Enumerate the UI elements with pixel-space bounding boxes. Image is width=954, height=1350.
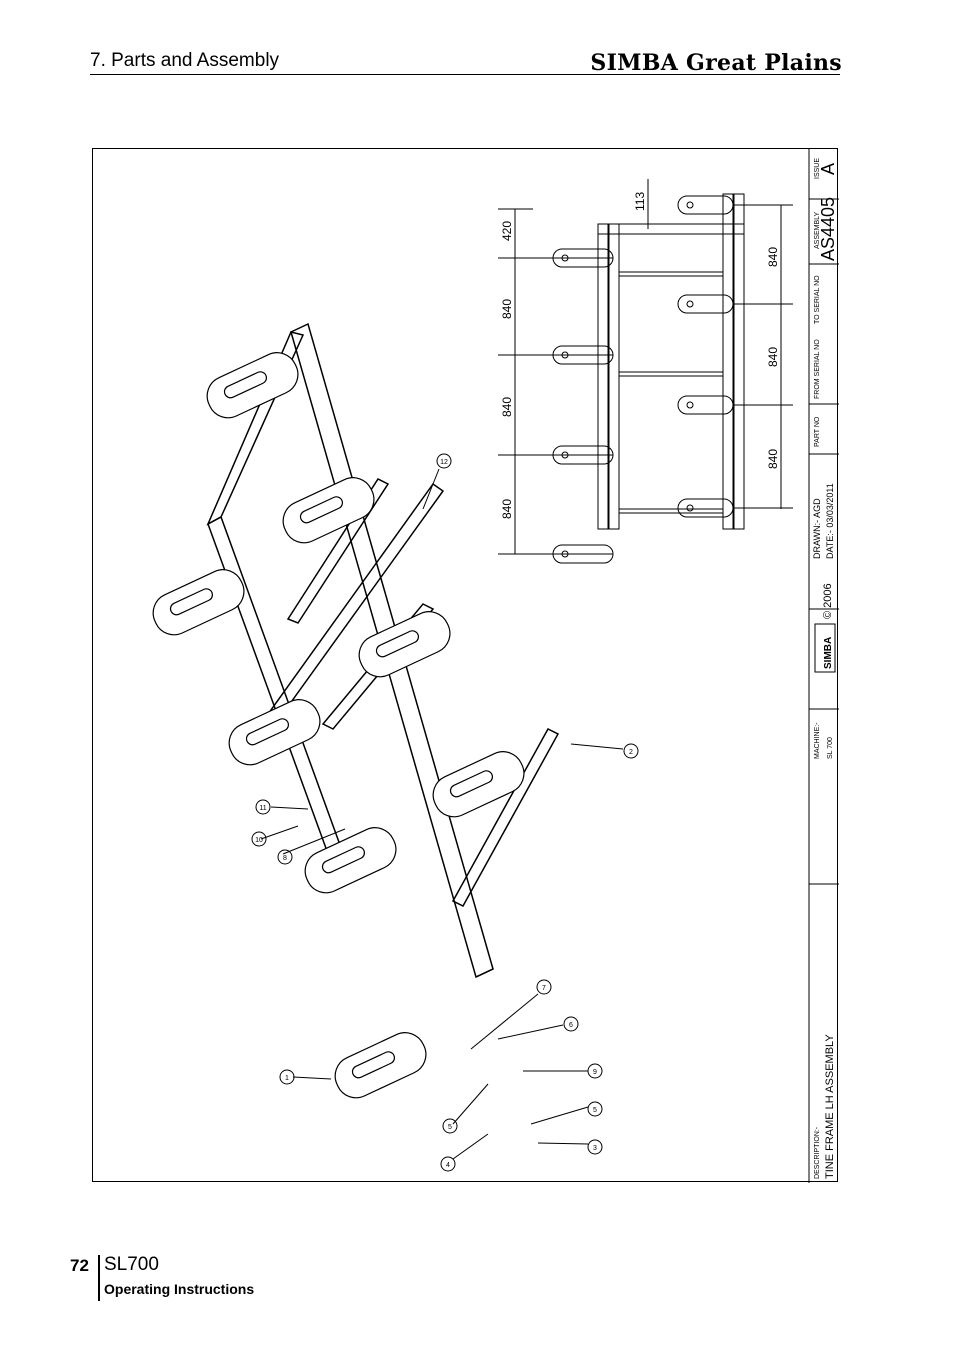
drawing-frame: ISSUE A ASSEMBLY AS4405 TO SERIAL NO FRO… <box>92 148 839 1183</box>
dim-840-right-3: 840 <box>766 449 780 469</box>
callout-11: 11 <box>259 805 266 812</box>
issue-label: ISSUE <box>814 158 821 179</box>
parts-drawing: ISSUE A ASSEMBLY AS4405 TO SERIAL NO FRO… <box>152 149 839 1183</box>
issue-value: A <box>818 163 838 175</box>
dimension-labels: 113 420 840 840 840 840 840 840 <box>500 192 780 519</box>
callout-1: 1 <box>285 1075 289 1082</box>
callouts <box>251 453 639 1172</box>
dim-840-right-1: 840 <box>766 247 780 267</box>
callout-6: 6 <box>569 1022 573 1029</box>
callout-3: 3 <box>593 1145 597 1152</box>
title-block-text: ISSUE A ASSEMBLY AS4405 TO SERIAL NO FRO… <box>812 158 838 1179</box>
brand-logo: SIMBA Great Plains <box>590 50 842 76</box>
drawn-by: DRAWN:- AGD <box>812 498 822 559</box>
drawn-date: DATE:- 03/03/2011 <box>825 483 835 559</box>
callout-5b: 5 <box>593 1107 597 1114</box>
callout-7: 7 <box>542 985 546 992</box>
callout-8: 8 <box>283 855 287 862</box>
header-divider <box>90 74 840 75</box>
dim-840-left-2: 840 <box>500 397 514 417</box>
tine-units <box>152 352 525 1099</box>
description-label: DESCRIPTION:- <box>814 1126 821 1179</box>
description-value: TINE FRAME LH ASSEMBLY <box>824 1034 836 1179</box>
from-serial-label: FROM SERIAL NO <box>814 339 821 399</box>
page-number: 72 <box>70 1256 89 1275</box>
plan-view <box>498 179 793 564</box>
callout-2: 2 <box>629 749 633 756</box>
machine-value: SL 700 <box>827 737 834 759</box>
simba-mini-logo <box>814 623 836 673</box>
callout-12: 12 <box>440 459 448 466</box>
assembly-number: AS4405 <box>818 197 838 261</box>
part-no-label: PART NO <box>814 416 821 447</box>
dim-840-right-2: 840 <box>766 347 780 367</box>
simba-mini-logo-text: SIMBA <box>823 637 834 669</box>
assembly-label: ASSEMBLY <box>814 211 821 249</box>
section-title: 7. Parts and Assembly <box>90 50 280 71</box>
dim-420: 420 <box>500 221 514 241</box>
dim-840-left-1: 840 <box>500 299 514 319</box>
callout-numbers: 1 2 3 4 5 5 6 7 8 9 10 11 12 <box>255 459 633 1169</box>
callout-4: 4 <box>446 1162 450 1169</box>
dim-113: 113 <box>633 192 647 211</box>
model-name: SL700 <box>104 1254 159 1275</box>
footer-divider <box>98 1255 100 1301</box>
title-block <box>808 149 839 1183</box>
manual-subtitle: Operating Instructions <box>104 1281 255 1297</box>
to-serial-label: TO SERIAL NO <box>814 275 821 324</box>
dim-840-left-3: 840 <box>500 499 514 519</box>
callout-5a: 5 <box>448 1124 452 1131</box>
callout-10: 10 <box>255 837 263 844</box>
copyright-year: © 2006 <box>822 583 834 619</box>
callout-9: 9 <box>593 1069 597 1076</box>
machine-label: MACHINE:- <box>814 722 821 759</box>
